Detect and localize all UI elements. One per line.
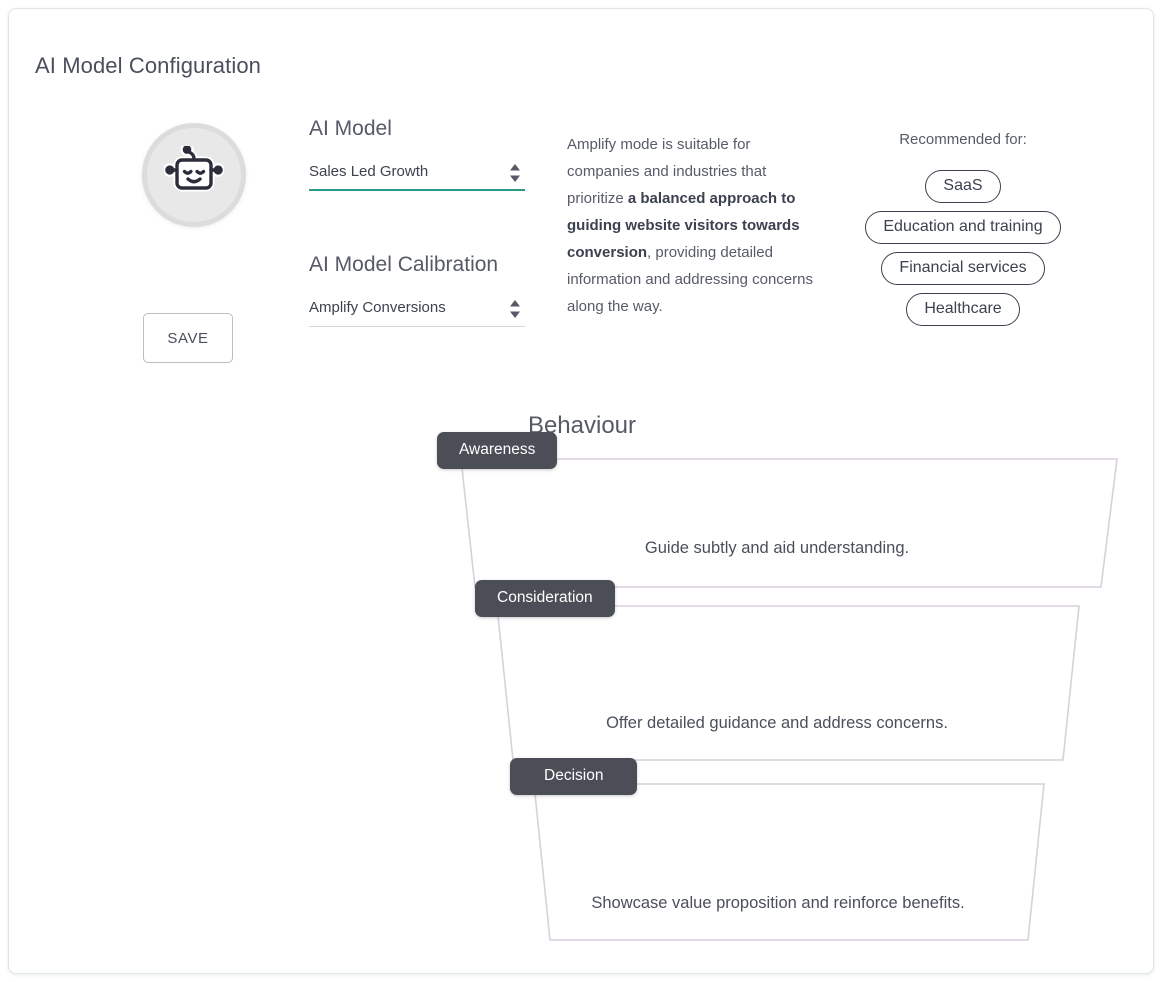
funnel-description-consideration: Offer detailed guidance and address conc… — [606, 714, 948, 732]
save-button[interactable]: SAVE — [143, 313, 233, 363]
funnel-badge-consideration[interactable]: Consideration — [475, 580, 615, 617]
funnel-description-decision: Showcase value proposition and reinforce… — [591, 894, 965, 912]
configuration-row: SAVE AI Model Sales Led Growth — [9, 117, 1155, 377]
avatar-column: SAVE — [129, 123, 259, 363]
funnel-stage-awareness: Awareness Guide subtly and aid understan… — [437, 432, 1129, 589]
ai-model-select[interactable]: Sales Led Growth — [309, 157, 525, 191]
behaviour-funnel: Awareness Guide subtly and aid understan… — [9, 432, 1155, 959]
recommended-pill-list: SaaS Education and training Financial se… — [835, 170, 1091, 334]
funnel-stage-decision: Decision Showcase value proposition and … — [510, 758, 1056, 942]
recommended-pill-saas[interactable]: SaaS — [925, 170, 1001, 203]
ai-model-underline — [309, 189, 525, 191]
ai-model-selected-value: Sales Led Growth — [309, 163, 429, 180]
recommended-pill-education-and-training[interactable]: Education and training — [865, 211, 1061, 244]
funnel-shape-awareness — [449, 457, 1129, 589]
select-column: AI Model Sales Led Growth AI Model Calib… — [309, 117, 525, 327]
description-emphasis: a balanced approach to guiding website v… — [567, 190, 800, 261]
recommended-pill-healthcare[interactable]: Healthcare — [906, 293, 1020, 326]
ai-model-configuration-card: AI Model Configuration — [8, 8, 1154, 974]
ai-model-calibration-underline — [309, 326, 525, 327]
recommended-for-panel: Recommended for: SaaS Education and trai… — [835, 131, 1091, 334]
description-tail: , providing detailed information and add… — [567, 244, 813, 315]
ai-model-calibration-selected-value: Amplify Conversions — [309, 299, 446, 316]
funnel-stage-consideration: Consideration Offer detailed guidance an… — [475, 580, 1091, 762]
ai-model-calibration-label: AI Model Calibration — [309, 253, 499, 276]
robot-face-icon — [142, 123, 246, 227]
funnel-shape-decision — [524, 782, 1056, 942]
ai-model-calibration-select[interactable]: Amplify Conversions — [309, 293, 525, 327]
field-ai-model-calibration: AI Model Calibration Amplify Conversions — [309, 253, 525, 327]
recommended-for-label: Recommended for: — [899, 131, 1027, 148]
funnel-shape-consideration — [487, 604, 1091, 762]
behaviour-section-title: Behaviour — [527, 412, 637, 439]
funnel-badge-decision[interactable]: Decision — [510, 758, 638, 795]
description-lead: Amplify mode is suitable for companies a… — [567, 136, 767, 207]
page-title: AI Model Configuration — [35, 53, 261, 78]
funnel-description-awareness: Guide subtly and aid understanding. — [644, 539, 910, 557]
chevron-updown-icon — [509, 163, 521, 183]
field-ai-model: AI Model Sales Led Growth — [309, 117, 525, 191]
chevron-updown-icon — [509, 299, 521, 319]
ai-model-label: AI Model — [309, 117, 392, 140]
funnel-badge-awareness[interactable]: Awareness — [437, 432, 558, 469]
recommended-pill-financial-services[interactable]: Financial services — [881, 252, 1045, 285]
mode-description: Amplify mode is suitable for companies a… — [567, 131, 819, 320]
